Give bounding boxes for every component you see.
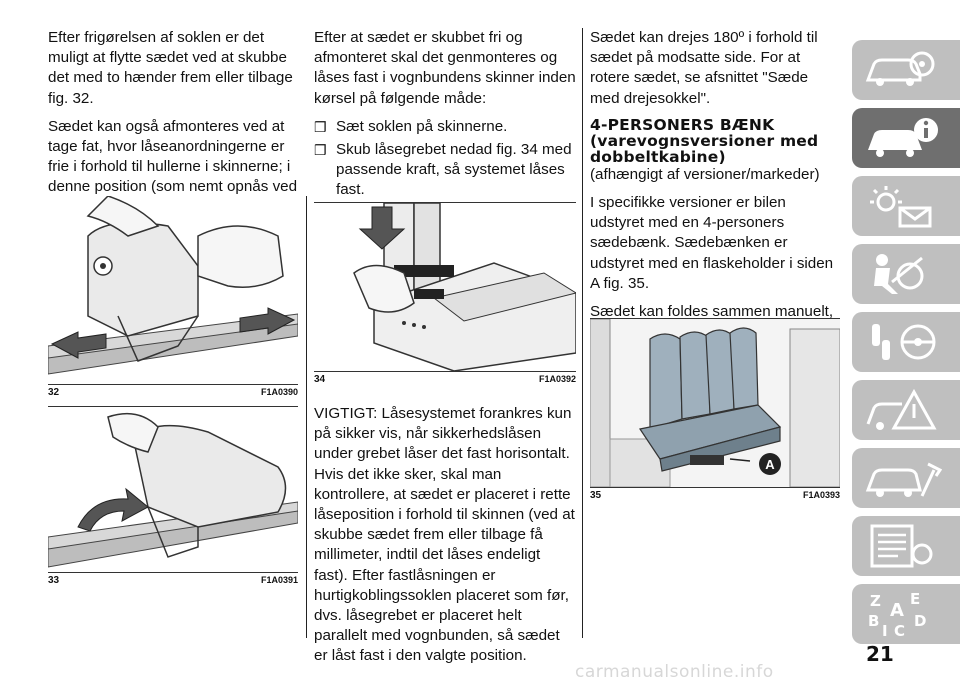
svg-text:E: E xyxy=(910,592,920,608)
airbag-person-icon xyxy=(874,254,924,294)
svg-text:B: B xyxy=(868,612,879,630)
figure-code: F1A0392 xyxy=(538,374,576,384)
figure-32: 32 F1A0390 xyxy=(48,196,298,400)
tab-getting-to-know[interactable] xyxy=(852,40,960,100)
car-maintenance-icon xyxy=(865,462,942,497)
seat-removal-illustration xyxy=(48,412,298,568)
column-divider xyxy=(306,196,307,638)
paragraph-rotate-seat: Sædet kan drejes 180º i forhold til sæde… xyxy=(590,29,818,107)
tab-vehicle-info[interactable] xyxy=(852,108,960,168)
technical-data-icon xyxy=(870,524,933,568)
starting-driving-icon xyxy=(872,324,936,360)
column-2-bottom: VIGTIGT: Låsesystemet forankres kun på s… xyxy=(314,404,576,675)
tab-emergency[interactable] xyxy=(852,380,960,440)
tab-technical-data[interactable] xyxy=(852,516,960,576)
figure-code: F1A0390 xyxy=(260,387,298,397)
svg-text:A: A xyxy=(890,600,904,621)
tab-maintenance[interactable] xyxy=(852,448,960,508)
callout-label-a: A xyxy=(765,457,775,472)
paragraph-refit-intro: Efter at sædet er skubbet fri og afmonte… xyxy=(314,29,576,107)
car-steering-icon xyxy=(865,51,935,86)
four-seat-bench-illustration: A xyxy=(590,319,840,487)
lock-lever-illustration xyxy=(353,203,576,371)
figure-33: 33 F1A0391 xyxy=(48,406,298,588)
svg-text:Z: Z xyxy=(870,592,881,610)
svg-text:I: I xyxy=(882,622,888,636)
paragraph-important: VIGTIGT: Låsesystemet forankres kun på s… xyxy=(314,405,575,665)
section-heading: 4-PERSONERS BÆNK (varevognsversioner med… xyxy=(590,115,819,166)
list-item: ❒ Sæt soklen på skinnerne. xyxy=(314,117,576,137)
svg-text:D: D xyxy=(914,612,926,630)
page-number: 21 xyxy=(866,642,894,666)
tab-starting-driving[interactable] xyxy=(852,312,960,372)
figure-number: 35 xyxy=(590,490,602,501)
figure-code: F1A0391 xyxy=(260,575,298,585)
paragraph-move-seat: Efter frigørelsen af soklen er det mulig… xyxy=(48,29,293,107)
figure-number: 32 xyxy=(48,387,60,398)
checkbox-bullet-icon: ❒ xyxy=(314,142,327,159)
car-info-icon xyxy=(868,118,938,157)
figure-34: 34 F1A0392 xyxy=(314,202,576,388)
column-2: Efter at sædet er skubbet fri og afmonte… xyxy=(314,28,576,204)
list-item: ❒ Skub låsegrebet nedad fig. 34 med pass… xyxy=(314,141,572,199)
section-subheading: (afhængigt af versioner/markeder) xyxy=(590,165,820,183)
figure-number: 33 xyxy=(48,575,60,586)
watermark: carmanualsonline.info xyxy=(575,662,774,682)
tab-warning-lights[interactable] xyxy=(852,176,960,236)
figure-code: F1A0393 xyxy=(802,490,840,500)
svg-text:C: C xyxy=(894,622,905,636)
column-divider xyxy=(582,28,583,638)
warning-lights-icon xyxy=(870,186,932,228)
figure-number: 34 xyxy=(314,374,326,385)
checkbox-bullet-icon: ❒ xyxy=(314,118,327,135)
seat-rail-slide-illustration xyxy=(48,196,298,375)
figure-35: A 35 F1A0393 xyxy=(590,318,840,504)
emergency-triangle-icon xyxy=(866,388,937,430)
paragraph-bench-intro: I specifikke versioner er bilen udstyret… xyxy=(590,194,834,292)
tab-safety[interactable] xyxy=(852,244,960,304)
